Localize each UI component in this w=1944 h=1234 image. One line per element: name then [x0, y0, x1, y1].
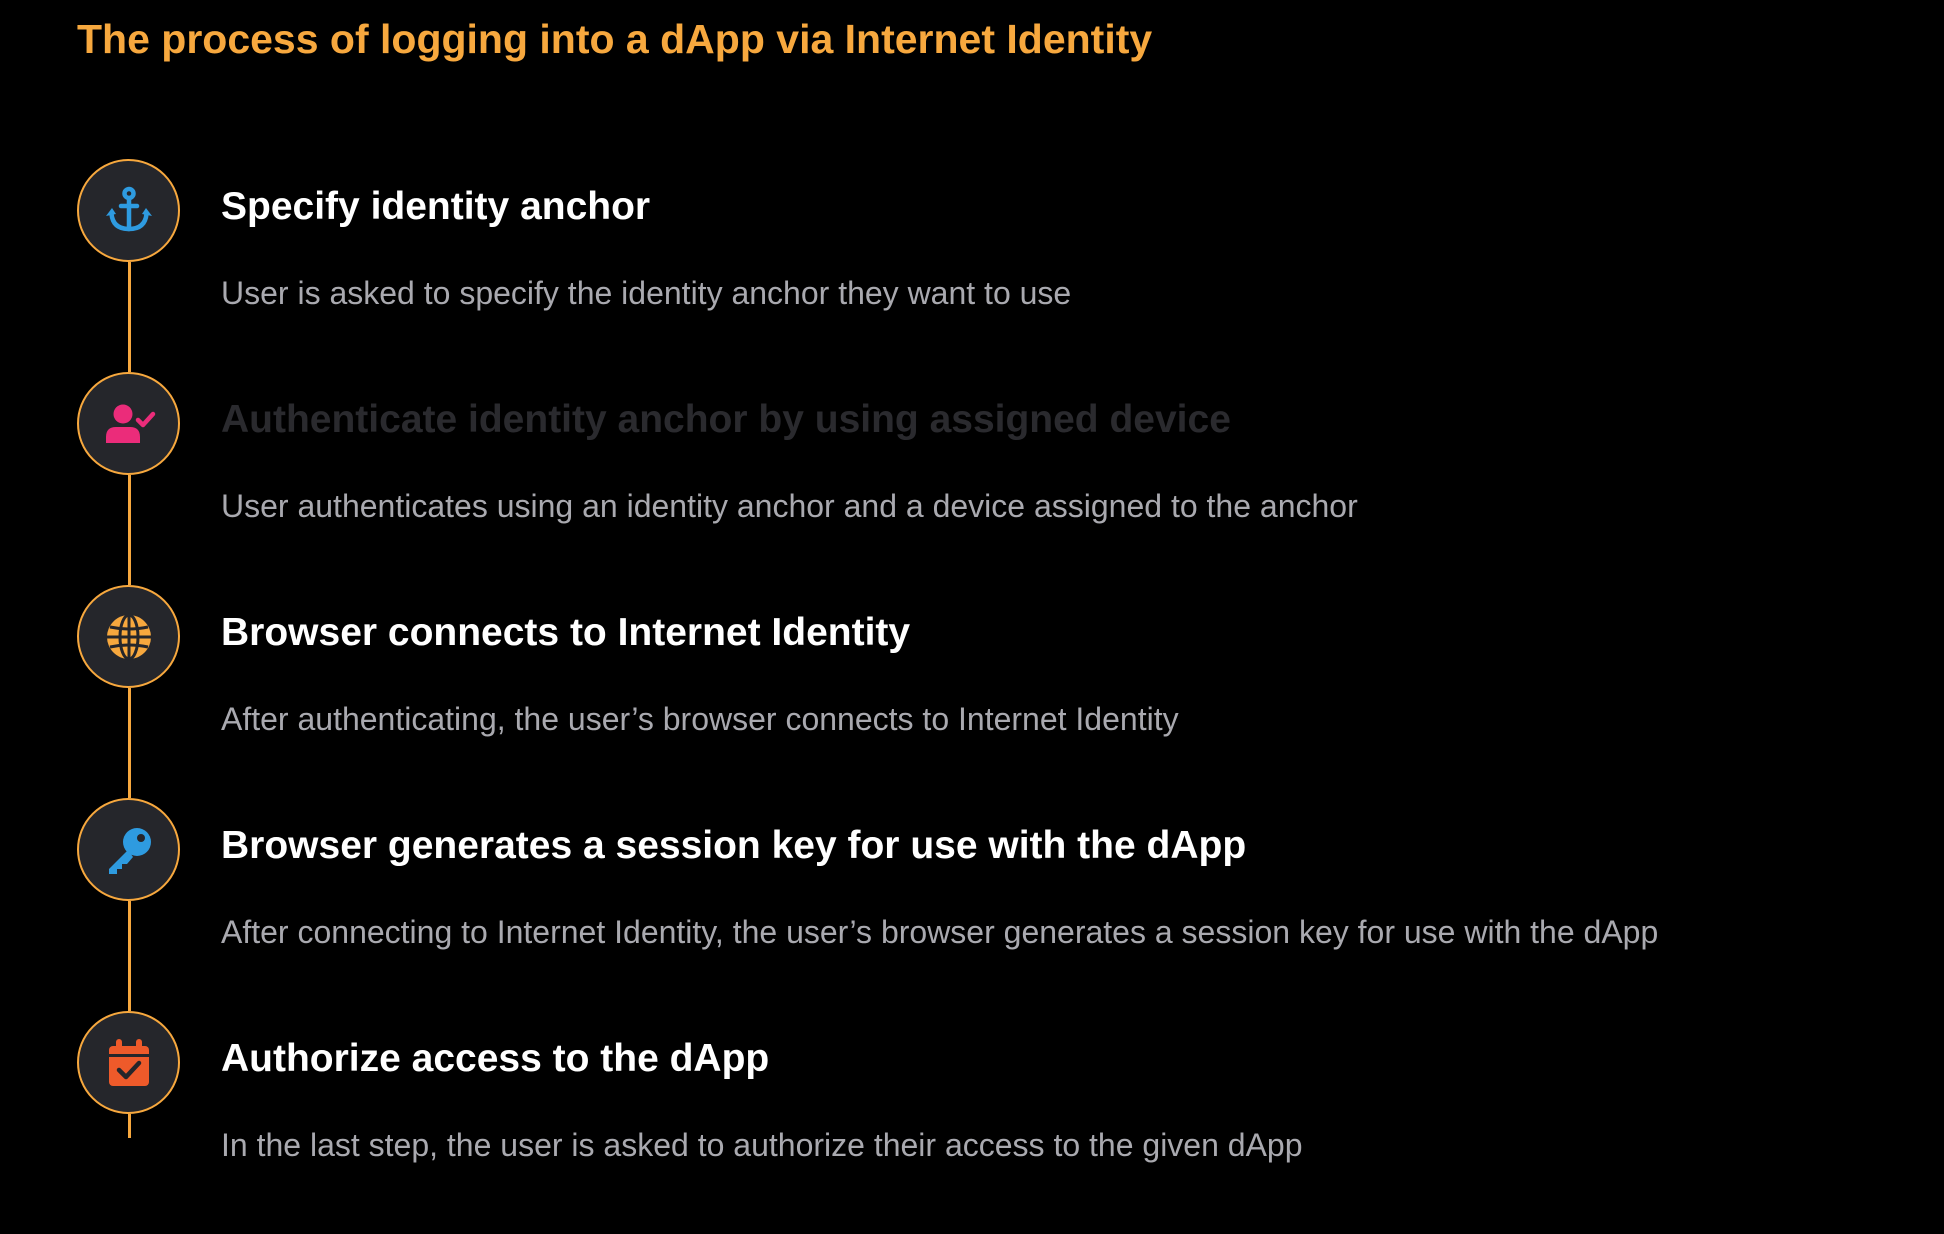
globe-icon	[101, 609, 157, 665]
step-5-title: Authorize access to the dApp	[221, 1037, 770, 1080]
step-4-description: After connecting to Internet Identity, t…	[221, 914, 1659, 950]
step-1: Specify identity anchor User is asked to…	[0, 159, 1944, 359]
key-icon	[101, 822, 157, 878]
step-4: Browser generates a session key for use …	[0, 798, 1944, 998]
anchor-icon	[101, 183, 157, 239]
step-2-title: Authenticate identity anchor by using as…	[221, 398, 1231, 441]
step-2: Authenticate identity anchor by using as…	[0, 372, 1944, 572]
user-check-icon	[101, 396, 157, 452]
timeline-connector	[128, 901, 131, 1011]
step-1-description: User is asked to specify the identity an…	[221, 275, 1072, 311]
step-2-circle	[77, 372, 180, 475]
timeline-connector	[128, 1114, 131, 1138]
page-title: The process of logging into a dApp via I…	[77, 16, 1153, 62]
step-3-title: Browser connects to Internet Identity	[221, 611, 911, 654]
step-3: Browser connects to Internet Identity Af…	[0, 585, 1944, 785]
timeline-connector	[128, 688, 131, 798]
step-1-circle	[77, 159, 180, 262]
step-3-description: After authenticating, the user’s browser…	[221, 701, 1179, 737]
step-5-circle	[77, 1011, 180, 1114]
step-1-title: Specify identity anchor	[221, 185, 651, 228]
timeline-connector	[128, 475, 131, 585]
step-2-description: User authenticates using an identity anc…	[221, 488, 1358, 524]
step-5-description: In the last step, the user is asked to a…	[221, 1127, 1303, 1163]
timeline-connector	[128, 262, 131, 372]
step-5: Authorize access to the dApp In the last…	[0, 1011, 1944, 1211]
step-3-circle	[77, 585, 180, 688]
calendar-check-icon	[101, 1035, 157, 1091]
step-4-circle	[77, 798, 180, 901]
step-4-title: Browser generates a session key for use …	[221, 824, 1247, 867]
